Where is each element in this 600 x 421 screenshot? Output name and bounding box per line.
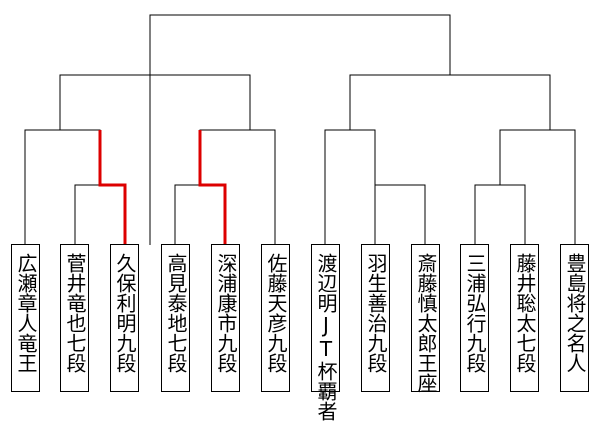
qf4-top: [499, 129, 576, 245]
player-box-sato: 佐藤天彦九段: [261, 244, 290, 392]
winner-line-fukaura: [198, 130, 227, 245]
player-name: 久保利明九段: [113, 253, 137, 373]
player-box-habu: 羽生善治九段: [361, 244, 390, 392]
r1-left-b: [174, 184, 200, 245]
winner-line-kubo: [98, 130, 127, 245]
player-box-hirose: 広瀬章人竜王: [11, 244, 40, 392]
player-name: 藤井聡太七段: [513, 253, 537, 373]
player-box-watanabe: 渡辺明JT杯覇者: [311, 244, 340, 421]
qf3-right: [375, 184, 426, 245]
final-connector: [149, 14, 451, 245]
player-name: 渡辺明JT杯覇者: [314, 253, 338, 421]
player-box-takami: 高見泰地七段: [161, 244, 190, 392]
qf1-connector: [24, 129, 101, 245]
player-name: 深浦康市九段: [214, 253, 238, 373]
qf3-connector: [324, 129, 376, 245]
qf2-connector: [199, 129, 276, 245]
semifinal-right-connector: [349, 74, 551, 130]
player-box-miura: 三浦弘行九段: [460, 244, 489, 392]
player-box-toyoshima: 豊島将之名人: [560, 244, 589, 392]
player-box-sugai: 菅井竜也七段: [60, 244, 89, 392]
player-box-saito: 斎藤慎太郎王座: [411, 244, 440, 393]
player-name: 豊島将之名人: [563, 253, 587, 373]
player-name: 羽生善治九段: [364, 253, 388, 373]
player-name: 三浦弘行九段: [463, 253, 487, 373]
tournament-bracket: [24, 14, 576, 245]
player-name: 広瀬章人竜王: [14, 253, 38, 373]
player-name: 菅井竜也七段: [63, 253, 87, 373]
player-box-fujii: 藤井聡太七段: [510, 244, 539, 392]
player-name: 佐藤天彦九段: [264, 253, 288, 373]
r1-left-a: [74, 184, 100, 245]
qf4-connector: [474, 184, 526, 245]
player-box-fukaura: 深浦康市九段: [211, 244, 240, 392]
player-box-kubo: 久保利明九段: [110, 244, 139, 392]
semifinal-left-connector: [59, 74, 251, 130]
player-name: 高見泰地七段: [164, 253, 188, 373]
player-name: 斎藤慎太郎王座: [414, 253, 438, 393]
